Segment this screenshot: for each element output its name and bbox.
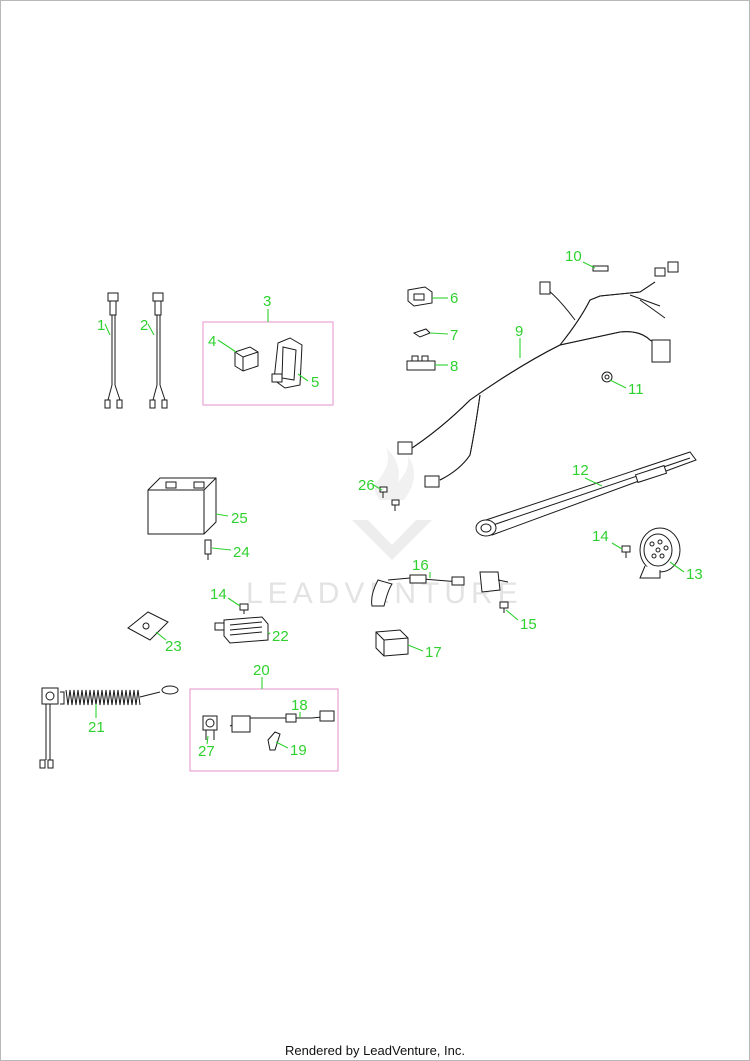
part-27-ignition-switch[interactable] bbox=[202, 715, 218, 740]
part-label-1[interactable]: 1 bbox=[97, 317, 105, 334]
part-13-horn[interactable] bbox=[639, 527, 681, 579]
group-box-3 bbox=[202, 321, 334, 406]
part-label-13[interactable]: 13 bbox=[686, 566, 703, 583]
part-label-11[interactable]: 11 bbox=[628, 381, 644, 398]
part-18-sub-harness[interactable] bbox=[229, 710, 335, 733]
part-7-clip[interactable] bbox=[412, 328, 431, 338]
part-label-3[interactable]: 3 bbox=[263, 293, 271, 310]
part-25-battery[interactable] bbox=[147, 477, 217, 535]
part-14-bolt-upper[interactable] bbox=[621, 545, 631, 558]
part-8-terminal-block[interactable] bbox=[406, 355, 436, 371]
part-label-25[interactable]: 25 bbox=[231, 510, 248, 527]
part-label-14-lower[interactable]: 14 bbox=[210, 586, 227, 603]
part-26-screws[interactable] bbox=[379, 486, 400, 511]
part-label-27[interactable]: 27 bbox=[198, 743, 215, 760]
part-label-22[interactable]: 22 bbox=[272, 628, 289, 645]
part-6-connector[interactable] bbox=[407, 286, 433, 307]
part-21-kill-switch-lanyard[interactable] bbox=[39, 685, 179, 769]
part-4-relay[interactable] bbox=[234, 346, 259, 372]
callout-lines bbox=[95, 261, 685, 749]
part-9-wiring-harness[interactable] bbox=[397, 261, 679, 488]
footer-credit: Rendered by LeadVenture, Inc. bbox=[285, 1043, 465, 1058]
part-label-23[interactable]: 23 bbox=[165, 638, 182, 655]
part-label-9[interactable]: 9 bbox=[515, 323, 523, 340]
part-label-10[interactable]: 10 bbox=[565, 248, 582, 265]
part-label-5[interactable]: 5 bbox=[311, 374, 319, 391]
part-label-6[interactable]: 6 bbox=[450, 290, 458, 307]
part-1-wire-lead[interactable] bbox=[104, 292, 123, 409]
part-label-17[interactable]: 17 bbox=[425, 644, 442, 661]
part-5-fuse-holder[interactable] bbox=[271, 337, 303, 389]
part-label-7[interactable]: 7 bbox=[450, 327, 458, 344]
part-12-cover-strip[interactable] bbox=[475, 451, 697, 537]
part-2-wire-lead[interactable] bbox=[149, 292, 168, 409]
part-label-20[interactable]: 20 bbox=[253, 662, 270, 679]
watermark-logo-icon bbox=[352, 520, 432, 560]
part-11-washer[interactable] bbox=[601, 371, 613, 383]
part-16-ignition-coil[interactable] bbox=[371, 571, 509, 607]
part-label-12[interactable]: 12 bbox=[572, 462, 589, 479]
part-14-bolt-lower[interactable] bbox=[239, 603, 249, 614]
part-17-relay-box[interactable] bbox=[375, 629, 409, 657]
part-22-voltage-regulator[interactable] bbox=[214, 616, 269, 644]
part-label-4[interactable]: 4 bbox=[208, 333, 216, 350]
part-label-21[interactable]: 21 bbox=[88, 719, 105, 736]
part-19-terminal[interactable] bbox=[267, 731, 281, 751]
part-label-15[interactable]: 15 bbox=[520, 616, 537, 633]
part-number-labels: 1 2 3 4 5 6 7 8 9 10 11 12 13 14 14 15 1… bbox=[88, 248, 703, 760]
part-label-14-upper[interactable]: 14 bbox=[592, 528, 609, 545]
part-24-fuse[interactable] bbox=[204, 539, 212, 560]
group-box-20 bbox=[189, 688, 339, 772]
part-label-16[interactable]: 16 bbox=[412, 557, 429, 574]
part-10-fuse[interactable] bbox=[592, 265, 609, 272]
part-15-bolt[interactable] bbox=[499, 601, 509, 613]
part-label-2[interactable]: 2 bbox=[140, 317, 148, 334]
part-23-battery-pad[interactable] bbox=[127, 611, 169, 641]
part-label-26[interactable]: 26 bbox=[358, 477, 375, 494]
part-label-8[interactable]: 8 bbox=[450, 358, 458, 375]
part-label-18[interactable]: 18 bbox=[291, 697, 308, 714]
part-label-19[interactable]: 19 bbox=[290, 742, 307, 759]
part-label-24[interactable]: 24 bbox=[233, 544, 250, 561]
